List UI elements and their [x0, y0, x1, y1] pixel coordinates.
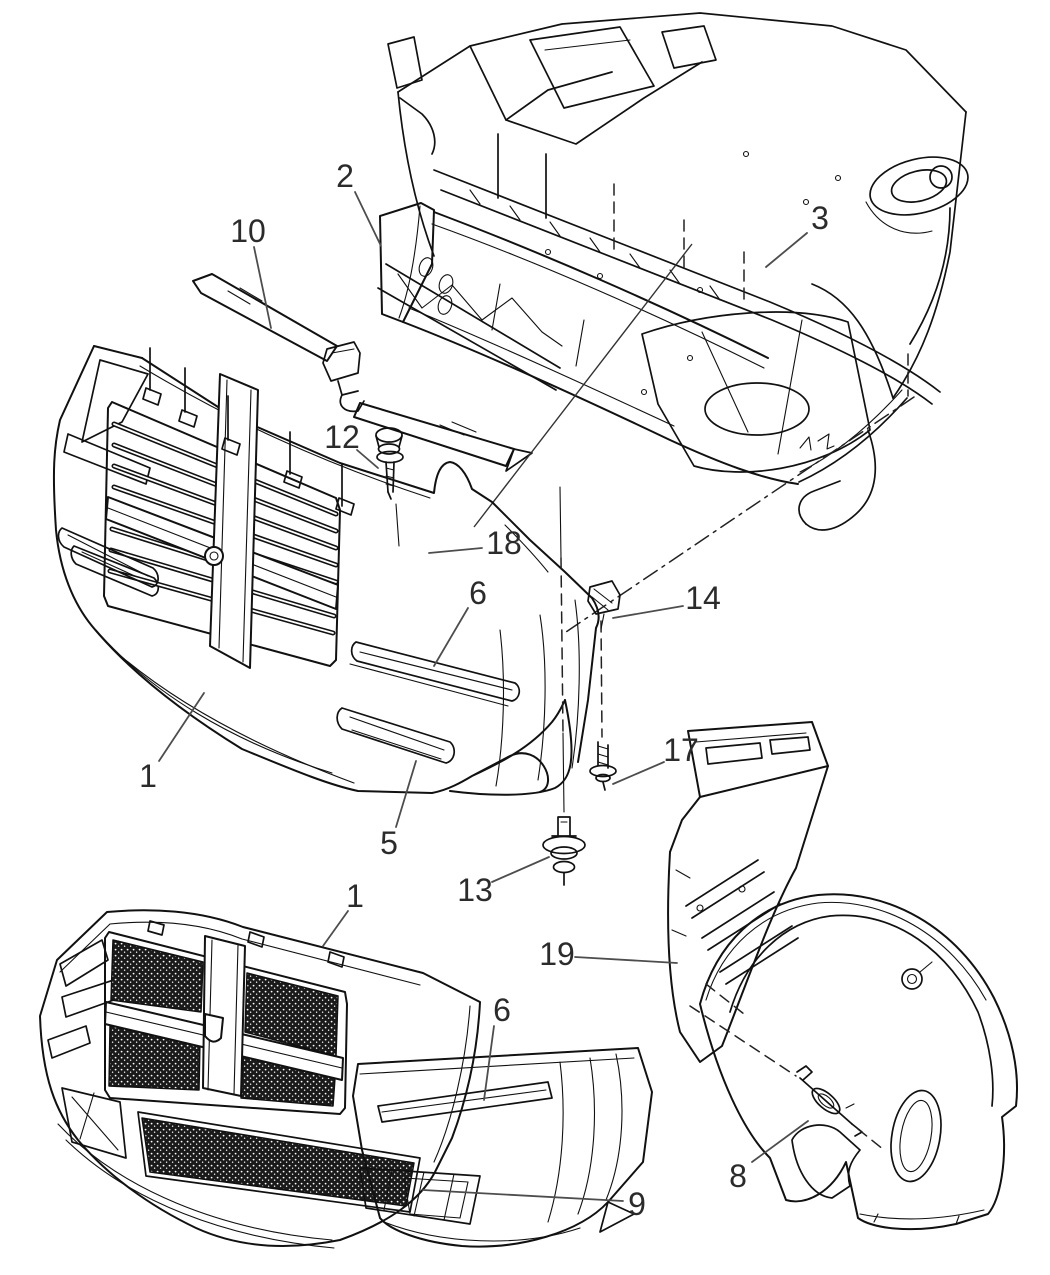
callout-6a-leader	[433, 607, 469, 667]
callout-12-leader	[356, 449, 379, 469]
callout-10-label: 10	[230, 213, 266, 249]
emblem-shield	[204, 1013, 224, 1043]
callout-6b-leader	[483, 1025, 495, 1101]
bumper-reinforcement-art	[379, 202, 908, 485]
fascia-side-section-art	[667, 721, 829, 1063]
callout-17-leader	[612, 761, 665, 785]
callout-13-leader	[491, 856, 550, 883]
callout-14-leader	[612, 605, 684, 619]
fog-lamp-opening	[336, 707, 456, 764]
grille-emblem	[204, 546, 224, 566]
fascia-corner-alignment	[559, 486, 603, 813]
callout-12-label: 12	[324, 419, 360, 455]
callout-9-leader	[422, 1189, 624, 1202]
front-fascia-lower-art	[39, 909, 481, 1249]
callout-2-leader	[354, 191, 382, 247]
callout-17-label: 17	[663, 732, 699, 768]
callout-1b-leader	[322, 910, 349, 947]
callout-8-leader	[751, 1120, 809, 1163]
clip-14-art	[587, 580, 621, 630]
screw-12-art	[375, 427, 404, 547]
callout-13-label: 13	[457, 872, 493, 908]
callout-3-leader	[765, 232, 808, 268]
callout-1a-label: 1	[139, 758, 157, 794]
callout-18-label: 18	[486, 525, 522, 561]
callout-9-label: 9	[628, 1186, 646, 1222]
callout-5-label: 5	[380, 825, 398, 861]
callout-14-label: 14	[685, 580, 721, 616]
screw-17-art	[589, 741, 617, 791]
callout-10-leader	[253, 246, 272, 329]
grille-center-band	[209, 373, 259, 669]
callout-19-leader	[574, 956, 678, 964]
bumper-lower-section-art	[352, 1047, 653, 1248]
body-structure-art	[377, 12, 969, 531]
callout-18-leader	[428, 547, 483, 554]
callout-6a-label: 6	[469, 575, 487, 611]
fender-liner-art	[699, 893, 1019, 1231]
callout-19-label: 19	[539, 936, 575, 972]
callout-8-label: 8	[729, 1158, 747, 1194]
radiator-cover-strip-art	[192, 273, 533, 472]
callout-1a-leader	[158, 692, 205, 762]
front-fascia-upper-art	[52, 345, 600, 796]
callout-3-label: 3	[811, 200, 829, 236]
alignment-lines	[473, 243, 915, 635]
callout-5-leader	[395, 760, 417, 828]
callout-1b-label: 1	[346, 878, 364, 914]
push-pin-8-art	[689, 983, 885, 1151]
callout-2-label: 2	[336, 158, 354, 194]
push-pin-13-art	[542, 816, 586, 886]
callout-6b-label: 6	[493, 992, 511, 1028]
